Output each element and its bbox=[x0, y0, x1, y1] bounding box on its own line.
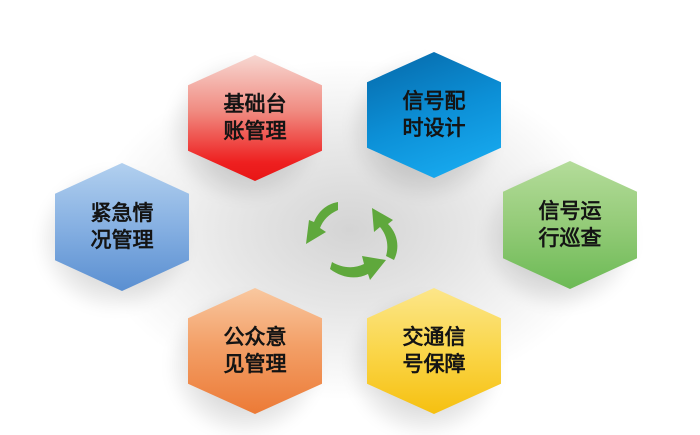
hex-label: 公众意 见管理 bbox=[220, 324, 290, 378]
arrow-top-left-icon bbox=[306, 202, 338, 244]
hex-label: 基础台 账管理 bbox=[220, 91, 290, 145]
hex-label-line2: 行巡查 bbox=[538, 226, 602, 250]
hex-signal-timing: 信号配 时设计 bbox=[367, 52, 501, 178]
hex-label-line2: 时设计 bbox=[402, 116, 466, 140]
hex-label-line2: 账管理 bbox=[223, 119, 287, 143]
hex-basic-ledger: 基础台 账管理 bbox=[188, 55, 322, 181]
hex-label-line2: 况管理 bbox=[90, 228, 154, 252]
hex-label-line2: 见管理 bbox=[223, 352, 287, 376]
hex-label-line2: 号保障 bbox=[402, 352, 466, 376]
hex-label-line1: 信号配 bbox=[402, 89, 466, 113]
hex-label-line1: 基础台 bbox=[223, 92, 287, 116]
hex-traffic-signal-support: 交通信 号保障 bbox=[367, 288, 501, 414]
hex-label-line1: 信号运 bbox=[538, 199, 602, 223]
hex-label: 信号运 行巡查 bbox=[535, 198, 605, 252]
hex-signal-patrol: 信号运 行巡查 bbox=[503, 161, 637, 289]
hex-emergency: 紧急情 况管理 bbox=[55, 163, 189, 291]
arrow-top-right-icon bbox=[372, 208, 398, 260]
recycle-arrows-icon bbox=[306, 202, 398, 280]
hex-public-opinion: 公众意 见管理 bbox=[188, 288, 322, 414]
hex-label-line1: 公众意 bbox=[223, 325, 287, 349]
hex-label: 信号配 时设计 bbox=[399, 88, 469, 142]
hex-label-line1: 交通信 bbox=[402, 325, 466, 349]
hex-label: 紧急情 况管理 bbox=[87, 200, 157, 254]
hex-label-line1: 紧急情 bbox=[90, 201, 154, 225]
arrow-bottom-icon bbox=[330, 256, 386, 280]
hex-label: 交通信 号保障 bbox=[399, 324, 469, 378]
